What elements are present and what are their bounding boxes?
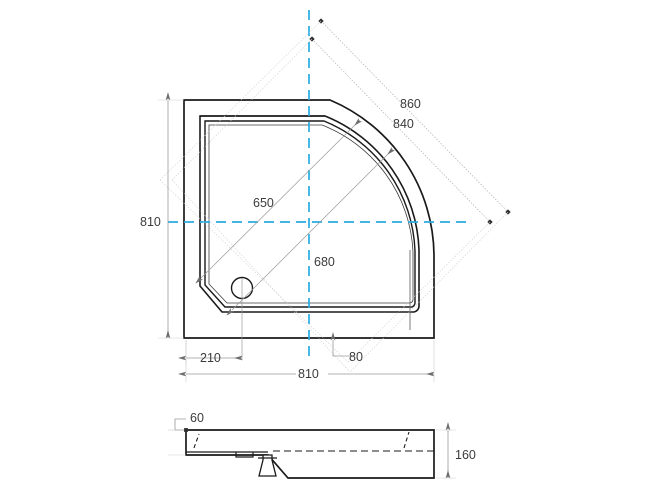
section-ledge-detail [235,452,254,458]
dim-ext-860-right [349,211,509,373]
dimension-lip-60: 60 [174,411,204,430]
section-view-group: 60 160 [168,411,476,479]
dimension-offset-210: 210 [178,340,243,366]
label-height-160: 160 [455,448,476,462]
label-diagonal-840: 840 [393,117,414,131]
diagonal-dimension-840: 840 [171,36,493,363]
section-hidden-line-right [403,431,410,449]
label-depth-810: 810 [140,215,161,229]
dim-square-lower-left [159,179,349,363]
label-offset-210: 210 [200,351,221,365]
dim-ext-840-right [347,221,491,363]
dim-leader-60 [174,418,186,430]
dimension-offset-80: 80 [330,332,363,364]
plan-view-group: 860 840 650 680 810 [140,10,511,382]
label-inner-680: 680 [314,255,335,269]
waste-trap-fitting [258,454,277,477]
label-lip-60: 60 [190,411,204,425]
section-hidden-line-left [193,433,200,449]
dim-line-840 [309,36,493,225]
section-body-outline [185,429,435,479]
label-inner-650: 650 [253,196,274,210]
label-offset-80: 80 [349,350,363,364]
dimension-width-810: 810 [178,340,435,382]
label-diagonal-860: 860 [400,97,421,111]
dimension-height-160: 160 [436,422,476,479]
dimension-depth-810: 810 [140,92,184,339]
label-width-810-bg [296,366,328,381]
diagonal-dimension-680: 680 [226,146,396,316]
dim-line-680 [226,146,396,316]
label-width-810: 810 [298,367,319,381]
dim-leader-80 [330,332,352,357]
